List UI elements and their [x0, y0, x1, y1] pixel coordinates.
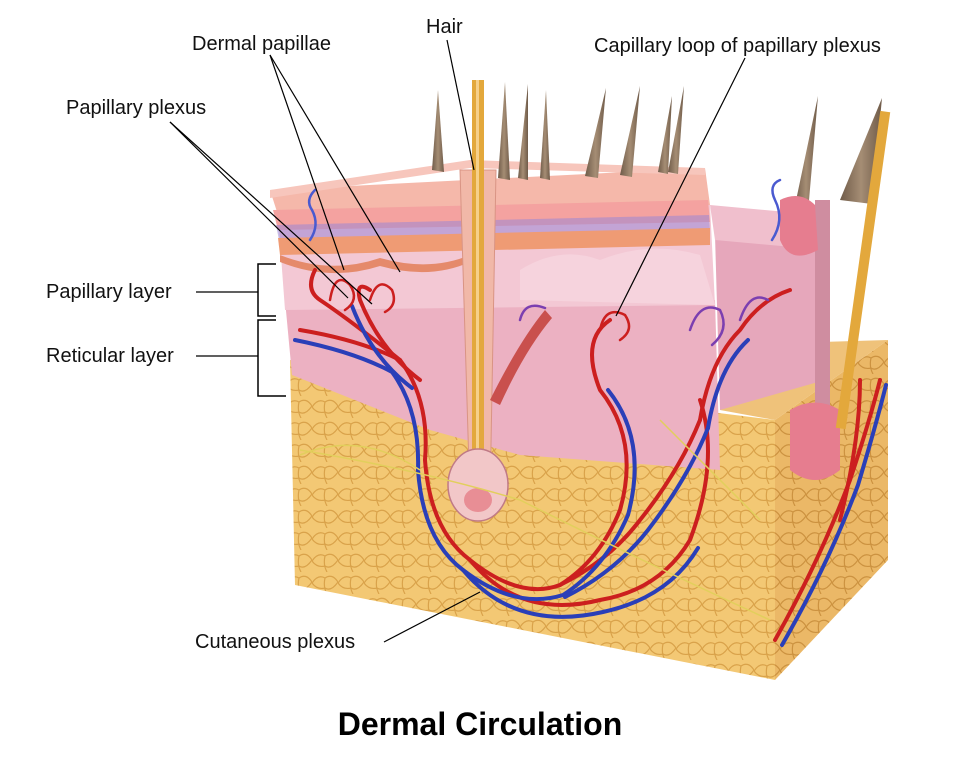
diagram-title: Dermal Circulation — [337, 706, 623, 742]
capillary-loops — [307, 178, 782, 347]
hair-follicle — [447, 80, 509, 522]
veins — [293, 304, 888, 647]
label-dermal-papillae: Dermal papillae — [192, 33, 331, 55]
label-capillary-loop: Capillary loop of papillary plexus — [594, 35, 881, 57]
right-hair-follicle — [780, 110, 891, 480]
label-papillary-layer: Papillary layer — [46, 281, 172, 303]
reticular-layer-bracket — [257, 319, 286, 397]
surface-hairs — [432, 82, 882, 212]
layer-brackets — [257, 263, 286, 397]
label-reticular-layer: Reticular layer — [46, 345, 174, 367]
papillary-layer-bracket — [257, 263, 276, 317]
leader-lines — [169, 39, 746, 643]
label-papillary-plexus: Papillary plexus — [66, 97, 207, 119]
arrector-pili-muscle — [490, 310, 552, 405]
label-hair: Hair — [426, 16, 463, 38]
nerves — [299, 419, 771, 621]
label-cutaneous-plexus: Cutaneous plexus — [195, 631, 356, 653]
